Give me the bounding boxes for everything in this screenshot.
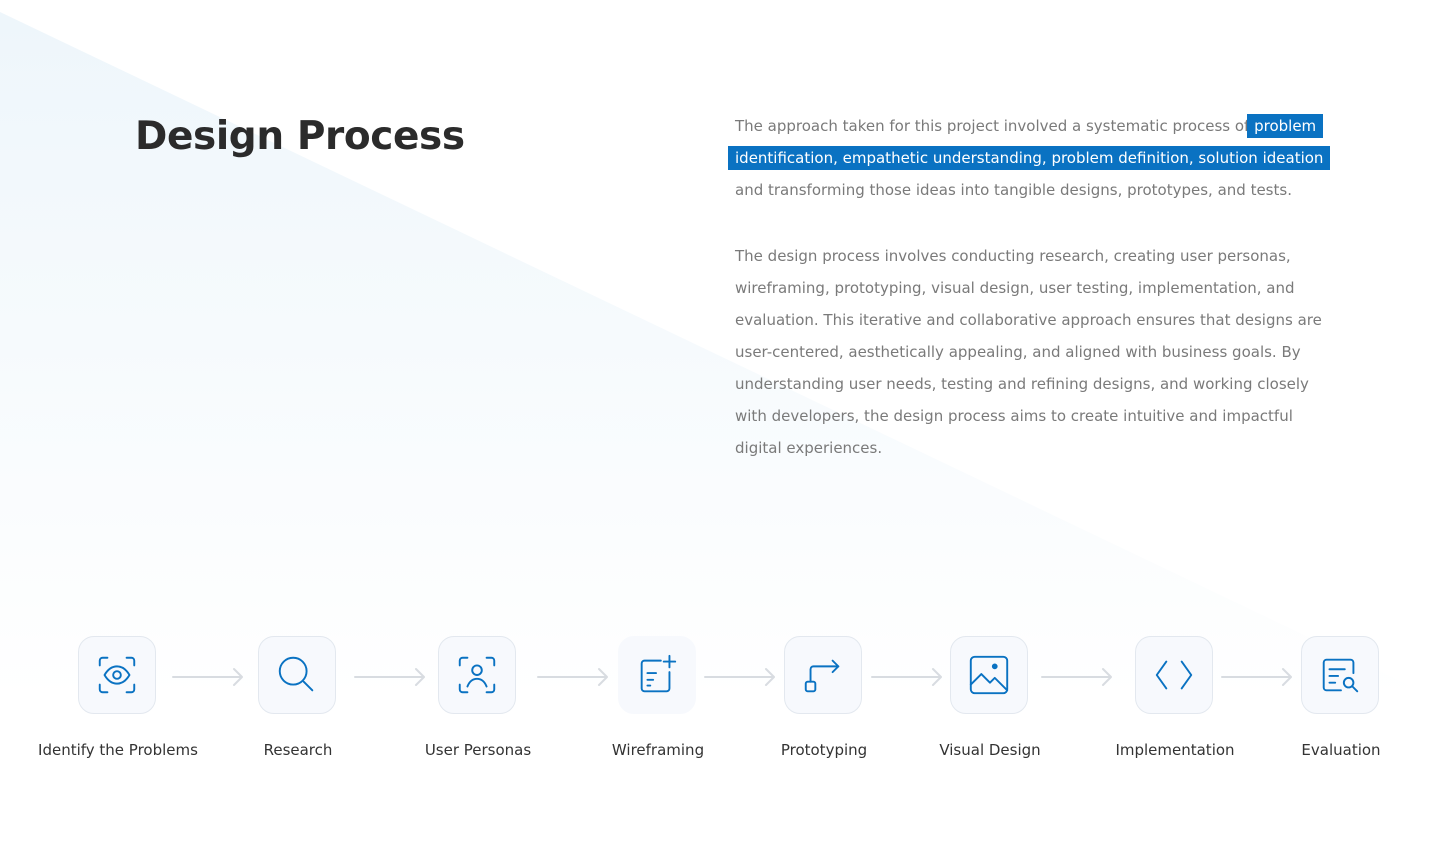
step-label: Implementation bbox=[1115, 741, 1235, 759]
code-icon bbox=[1155, 660, 1193, 690]
arrow-right-icon bbox=[1221, 668, 1292, 686]
intro-paragraph: The approach taken for this project invo… bbox=[728, 110, 1331, 206]
step-label: Visual Design bbox=[939, 741, 1041, 759]
step-label: User Personas bbox=[424, 741, 532, 759]
step-card-user-personas bbox=[438, 636, 516, 714]
prototype-flow-icon bbox=[804, 659, 840, 693]
step-label: Evaluation bbox=[1301, 741, 1381, 759]
step-label: Identify the Problems bbox=[38, 741, 198, 759]
step-card-prototyping bbox=[784, 636, 862, 714]
arrow-right-icon bbox=[704, 668, 775, 686]
image-icon bbox=[969, 655, 1009, 695]
step-card-implementation bbox=[1135, 636, 1213, 714]
user-scan-icon bbox=[458, 656, 496, 694]
body-paragraph: The design process involves conducting r… bbox=[735, 247, 1322, 457]
eye-scan-icon bbox=[98, 656, 136, 694]
wireframe-add-icon bbox=[640, 654, 677, 693]
step-card-evaluation bbox=[1301, 636, 1379, 714]
arrow-right-icon bbox=[172, 668, 243, 686]
description: The approach taken for this project invo… bbox=[728, 110, 1331, 464]
step-label: Wireframing bbox=[611, 741, 705, 759]
intro-text-after: and transforming those ideas into tangib… bbox=[735, 181, 1292, 199]
step-card-identify-problems bbox=[78, 636, 156, 714]
arrow-right-icon bbox=[1041, 668, 1112, 686]
step-label: Research bbox=[263, 741, 333, 759]
step-label: Prototyping bbox=[780, 741, 868, 759]
arrow-right-icon bbox=[871, 668, 942, 686]
search-icon bbox=[278, 656, 314, 692]
document-search-icon bbox=[1322, 658, 1359, 693]
step-card-visual-design bbox=[950, 636, 1028, 714]
step-card-wireframing bbox=[618, 636, 696, 714]
arrow-right-icon bbox=[354, 668, 425, 686]
step-card-research bbox=[258, 636, 336, 714]
arrow-right-icon bbox=[537, 668, 608, 686]
intro-text-before: The approach taken for this project invo… bbox=[735, 117, 1255, 135]
page-title: Design Process bbox=[135, 114, 465, 159]
